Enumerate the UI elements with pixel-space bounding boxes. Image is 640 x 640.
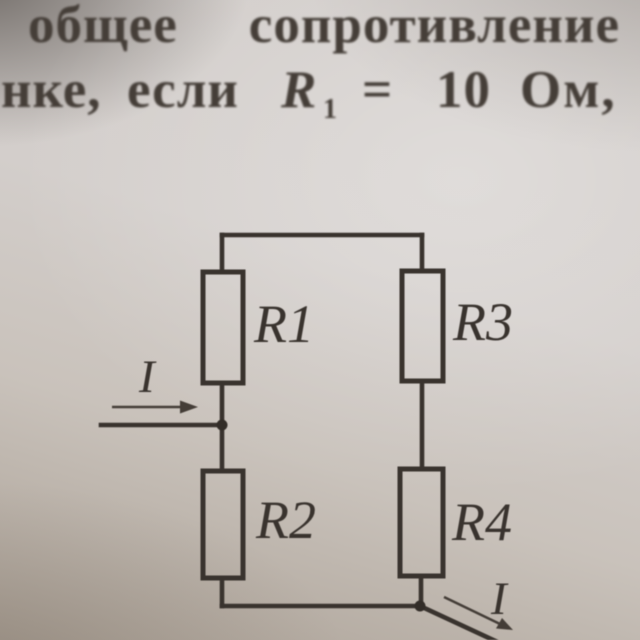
problem-word: общее (28, 0, 178, 54)
current-out-arrowhead (496, 618, 513, 630)
label-r3: R3 (452, 292, 513, 352)
problem-word: если (127, 61, 239, 119)
current-in-arrowhead (180, 400, 198, 414)
problem-line-1: общее сопротивление (28, 0, 620, 53)
output-node (414, 600, 426, 612)
resistance-value: 10 (436, 61, 491, 119)
resistor-r4 (397, 466, 446, 579)
problem-line-2: нке, если R 1 = 10 Ом, (0, 62, 640, 126)
label-current-out: I (490, 573, 509, 625)
current-out-arrow (443, 595, 500, 625)
resistor-r1 (200, 269, 246, 386)
label-r1: R1 (253, 294, 314, 354)
equals-sign: = (362, 61, 394, 119)
resistor-r3 (399, 268, 446, 384)
problem-word: нке, (1, 61, 102, 119)
label-r4: R4 (451, 492, 512, 552)
problem-text: общее сопротивление нке, если R 1 = 10 О… (0, 0, 640, 130)
resistance-unit: Ом, (520, 61, 617, 119)
output-wire (416, 602, 499, 640)
resistance-symbol: R (281, 61, 318, 119)
input-node (216, 419, 228, 431)
resistance-subscript: 1 (323, 94, 338, 125)
label-r2: R2 (255, 490, 316, 550)
label-current-in: I (138, 351, 157, 403)
problem-word: сопротивление (248, 0, 620, 54)
resistor-r2 (200, 468, 246, 581)
